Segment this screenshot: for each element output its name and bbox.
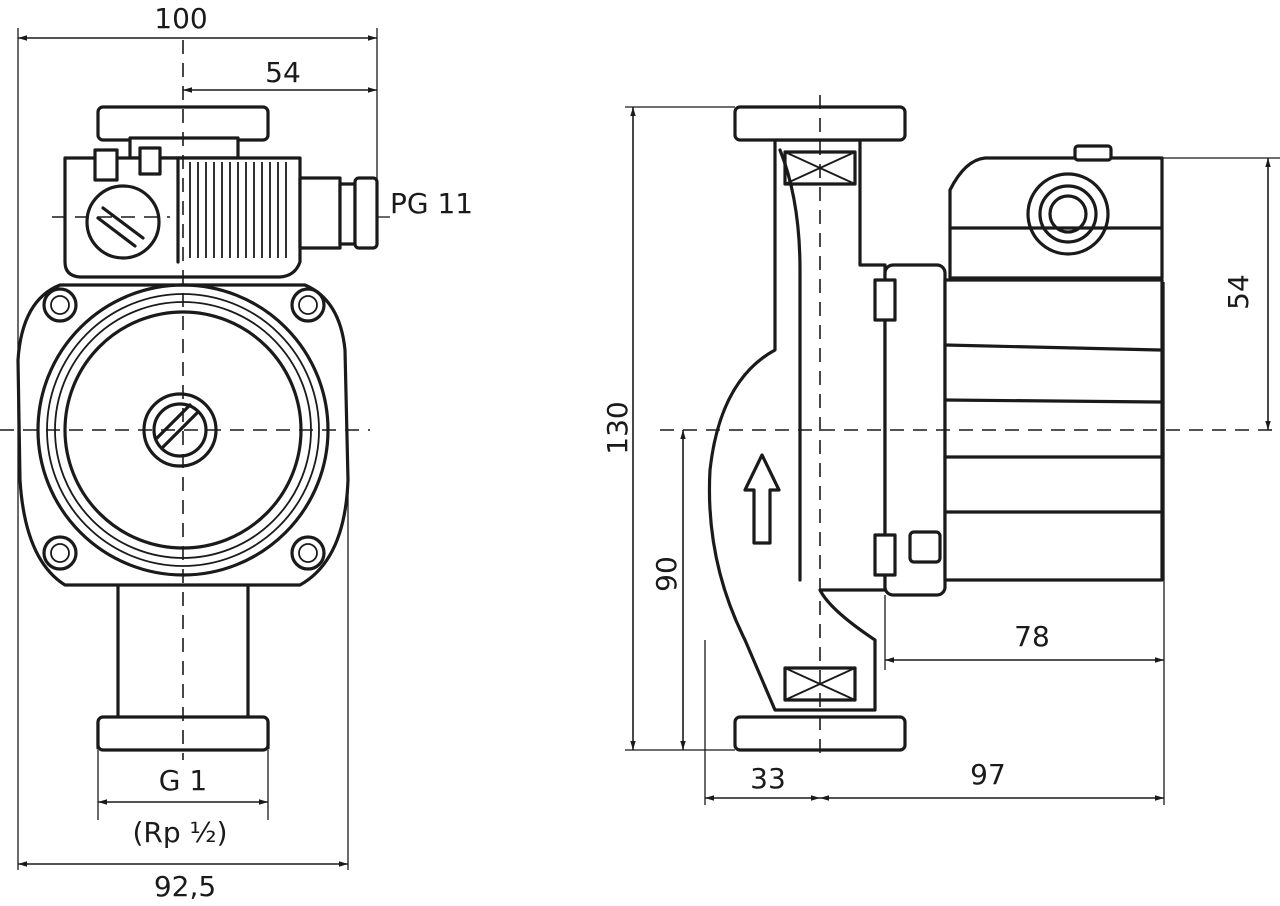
- dim-label-130: 130: [601, 401, 634, 454]
- dim-label-97: 97: [970, 758, 1006, 791]
- flow-direction-arrow-icon: [743, 453, 781, 545]
- dim-label-33: 33: [750, 762, 786, 795]
- cable-gland: [298, 176, 342, 250]
- speed-selector-icon: [85, 184, 161, 260]
- dim-label-100: 100: [154, 2, 207, 35]
- side-pump-body: [707, 138, 887, 712]
- front-corner-bolts: [42, 287, 326, 571]
- cable-gland-label: PG 11: [390, 187, 473, 220]
- front-terminal-box: [63, 156, 302, 279]
- side-gland-icon: [1026, 172, 1110, 256]
- thread-alt-label: (Rp ½): [132, 816, 227, 849]
- dim-label-54-front: 54: [265, 56, 301, 89]
- side-view: 130 90 54 78 33 97: [601, 95, 1280, 805]
- terminal-box-ribs: [189, 162, 287, 258]
- thread-label: G 1: [159, 764, 207, 797]
- dim-label-90: 90: [650, 556, 683, 592]
- dim-label-54-side: 54: [1222, 274, 1255, 310]
- front-view: 100 54 PG 11 G 1 (Rp ½) 92,5: [0, 2, 473, 903]
- dim-label-92-5: 92,5: [154, 870, 216, 903]
- dim-label-78: 78: [1014, 620, 1050, 653]
- side-terminal-box: [948, 156, 1164, 280]
